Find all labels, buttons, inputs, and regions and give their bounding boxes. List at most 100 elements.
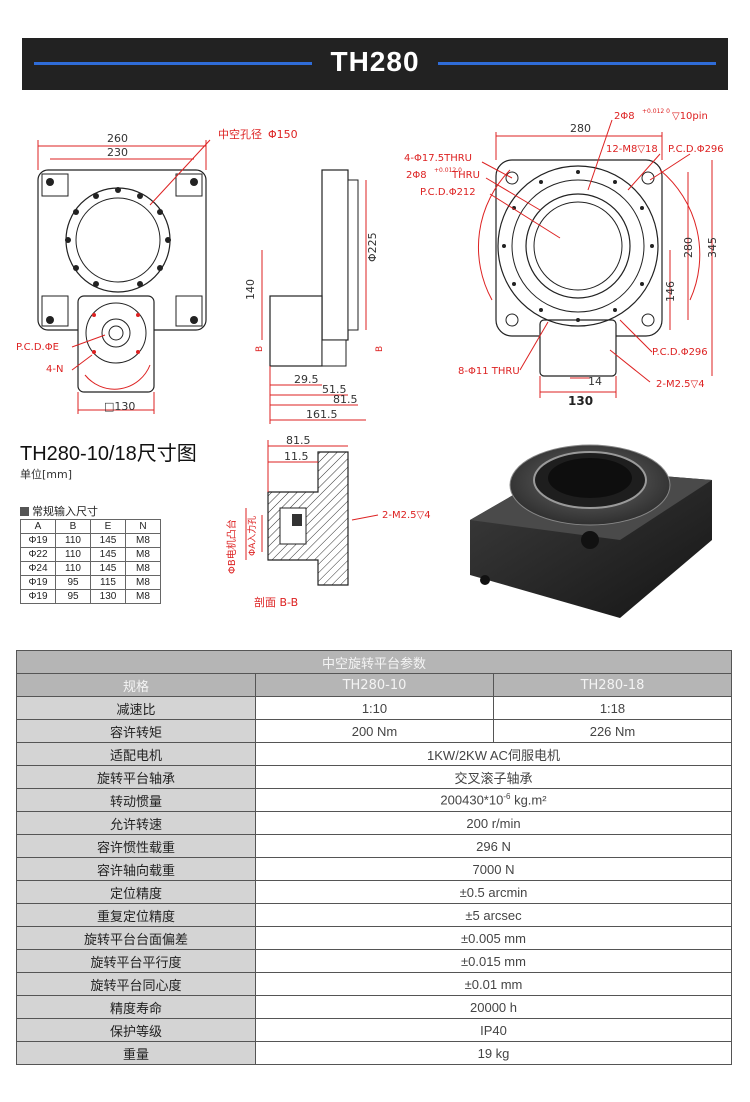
dim-130-front: □130: [104, 400, 135, 413]
cell: 110: [55, 533, 91, 548]
cell: 145: [90, 547, 126, 562]
dim-81-5: 81.5: [333, 393, 358, 406]
banner-line-right: [438, 62, 716, 65]
params-title-row: 中空旋转平台参数: [16, 650, 732, 674]
input-dims-title: 常规输入尺寸: [20, 503, 98, 519]
pin-10-tol: +0.012 0: [642, 108, 670, 115]
spec-header: 规格: [16, 673, 256, 697]
param-label: 旋转平台同心度: [16, 972, 256, 996]
banner-title: TH280: [330, 46, 420, 77]
cell: Φ22: [20, 547, 56, 562]
bullet-square-icon: [20, 507, 29, 516]
param-label: 旋转平台轴承: [16, 765, 256, 789]
param-value: 200 Nm: [255, 719, 494, 743]
cell: 110: [55, 561, 91, 576]
param-label: 旋转平台台面偏差: [16, 926, 256, 950]
dim-130-top: 130: [568, 394, 593, 408]
title-banner: TH280: [22, 38, 728, 90]
param-value: ±0.01 mm: [255, 972, 732, 996]
param-value: 20000 h: [255, 995, 732, 1019]
product-image: [470, 444, 712, 618]
pin-thru: 2Φ8: [406, 170, 427, 181]
sec-dim-11-5: 11.5: [284, 450, 309, 463]
dim-140: 140: [244, 279, 257, 300]
cut-mark-b-left: B: [255, 346, 265, 352]
param-value: ±0.015 mm: [255, 949, 732, 973]
param-value: 19 kg: [255, 1041, 732, 1065]
param-value: 1KW/2KW AC伺服电机: [255, 742, 732, 766]
pcd-e-label: P.C.D.ΦE: [16, 342, 59, 353]
input-hole-label: ΦA入力孔: [246, 516, 258, 556]
m8-label: 12-M8▽18: [606, 144, 658, 155]
pin-thru-txt: THRU: [451, 170, 480, 181]
dim-260: 260: [107, 132, 128, 145]
dim-225: Φ225: [366, 232, 379, 262]
dim-280-v: 280: [682, 237, 695, 258]
sec-dim-81-5: 81.5: [286, 434, 311, 447]
cell: Φ19: [20, 533, 56, 548]
section-name: 剖面 B-B: [254, 595, 298, 609]
dim-51-5: 51.5: [322, 383, 347, 396]
cell: 110: [55, 547, 91, 562]
param-label: 容许转矩: [16, 719, 256, 743]
param-value: ±0.5 arcmin: [255, 880, 732, 904]
pin-10-depth: ▽10pin: [672, 111, 708, 122]
dim-161-5: 161.5: [306, 408, 338, 421]
param-label: 转动惯量: [16, 788, 256, 812]
param-label: 重量: [16, 1041, 256, 1065]
param-value: 226 Nm: [492, 719, 733, 743]
model-10-header: TH280-10: [255, 673, 494, 697]
table-row: 旋转平台平行度±0.015 mm: [16, 949, 732, 973]
param-label: 精度寿命: [16, 995, 256, 1019]
unit-label: 单位[mm]: [20, 468, 73, 481]
pin-thru-tol: +0.012 0: [434, 167, 462, 174]
param-value: 296 N: [255, 834, 732, 858]
input-dims-header-row: A B E N: [20, 519, 161, 534]
hollow-value: Φ150: [268, 128, 298, 141]
dim-345: 345: [706, 237, 719, 258]
cell: Φ19: [20, 589, 56, 604]
section-b-b: 81.5 11.5 2-M2.5▽4 ΦB电机凸台 ΦA入力孔 剖面 B-B: [225, 434, 431, 609]
sec-m2-5: 2-M2.5▽4: [382, 510, 431, 521]
motor-boss-label: ΦB电机凸台: [225, 519, 238, 574]
param-value: 200 r/min: [255, 811, 732, 835]
cell: 130: [90, 589, 126, 604]
table-row: 减速比 1:10 1:18: [16, 696, 733, 720]
col-b: B: [55, 519, 91, 534]
cell: M8: [125, 547, 161, 562]
cell: Φ19: [20, 575, 56, 590]
m2-5-top: 2-M2.5▽4: [656, 379, 705, 390]
dim-14: 14: [588, 375, 602, 388]
col-e: E: [90, 519, 126, 534]
param-value: 交叉滚子轴承: [255, 765, 732, 789]
param-label: 允许转速: [16, 811, 256, 835]
four-n-label: 4-N: [46, 364, 63, 375]
cell: 95: [55, 575, 91, 590]
side-view: Φ225 140 29.5 51.5 81.5 161.5 B B: [244, 169, 385, 424]
inertia-unit: kg.m²: [510, 792, 547, 808]
table-row: 旋转平台同心度±0.01 mm: [16, 972, 732, 996]
param-value: 1:10: [255, 696, 494, 720]
cell: 95: [55, 589, 91, 604]
input-dims-title-text: 常规输入尺寸: [32, 505, 98, 518]
col-a: A: [20, 519, 56, 534]
pcd-212: P.C.D.Φ212: [420, 187, 476, 198]
pcd-296-top: P.C.D.Φ296: [668, 144, 724, 155]
hollow-label: 中空孔径: [218, 127, 262, 141]
params-header-row: 规格 TH280-10 TH280-18: [16, 673, 733, 697]
technical-drawings: 260 230 中空孔径 Φ150 P.C.D.ΦE 4-N □130 Φ225…: [16, 108, 724, 618]
table-row: 重复定位精度±5 arcsec: [16, 903, 732, 927]
cut-mark-b-right: B: [375, 346, 385, 352]
param-label: 定位精度: [16, 880, 256, 904]
